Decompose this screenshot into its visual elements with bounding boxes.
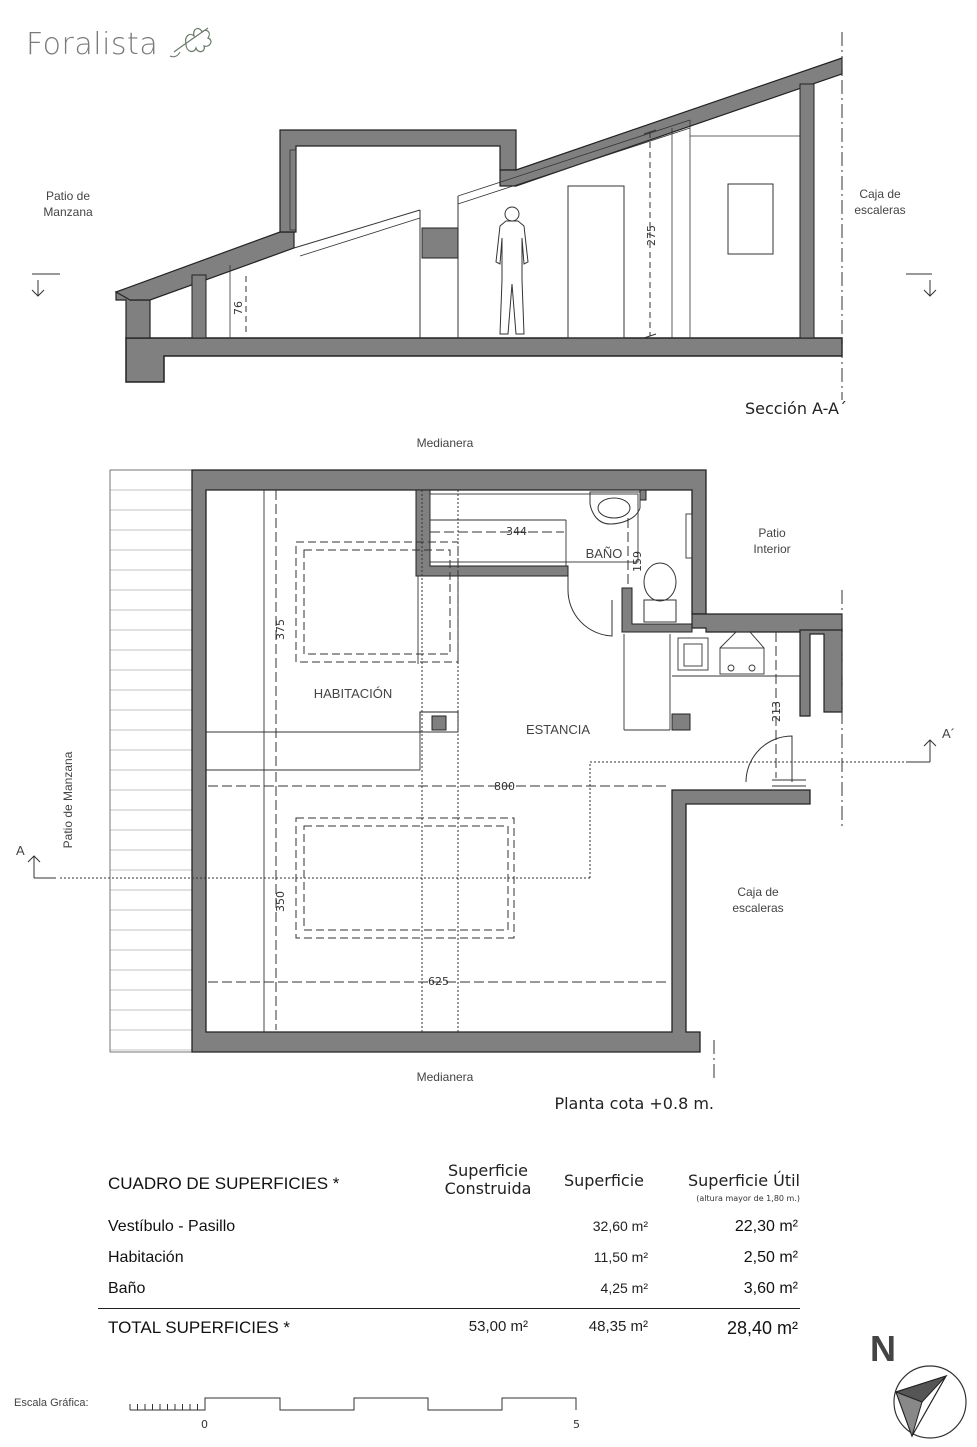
plan-label-patio-interior-2: Interior xyxy=(753,542,790,556)
patio-hatch xyxy=(109,469,193,1053)
bathroom-door xyxy=(567,576,613,637)
plan-dim-375: 375 xyxy=(274,619,287,640)
plan-title: Planta cota +0.8 m. xyxy=(554,1094,714,1113)
toilet-icon xyxy=(643,562,677,623)
row-superficie: 11,50 m² xyxy=(593,1249,648,1265)
row-name: Vestíbulo - Pasillo xyxy=(108,1218,236,1235)
col-construida-line1: Superficie xyxy=(447,1161,529,1180)
plan-label-stairs-2: escaleras xyxy=(732,901,783,915)
table-row: Habitación 11,50 m² 2,50 m² xyxy=(98,1249,803,1279)
col-superficie-header: Superficie xyxy=(563,1171,645,1190)
col-construida-line2: Construida xyxy=(444,1179,532,1198)
room-label-bedroom: HABITACIÓN xyxy=(314,686,393,701)
section-dim-low: 76 xyxy=(232,301,245,315)
col-util-header: Superficie Útil (altura mayor de 1,80 m.… xyxy=(668,1172,800,1208)
section-wall-right xyxy=(799,83,815,339)
section-cut-marker-right xyxy=(906,273,937,297)
section-window xyxy=(727,183,774,255)
plan-dim-213: 213 xyxy=(770,701,783,722)
section-label-stairs-2: escaleras xyxy=(854,203,905,217)
section-dormer xyxy=(279,129,517,233)
table-heading: CUADRO DE SUPERFICIES * xyxy=(108,1174,340,1193)
scale-end: 5 xyxy=(573,1418,580,1431)
plan-label-medianera-top: Medianera xyxy=(417,436,474,450)
plan-cut-a2-label: A´ xyxy=(942,726,955,741)
room-label-living: ESTANCIA xyxy=(526,722,590,737)
human-scale-figure xyxy=(495,206,529,335)
graphic-scale: 0 5 xyxy=(129,1397,580,1431)
row-superficie: 4,25 m² xyxy=(600,1280,648,1296)
section-floor-slab xyxy=(125,337,843,383)
row-util: 2,50 m² xyxy=(743,1249,798,1266)
plan-dim-350: 350 xyxy=(274,891,287,912)
north-arrow-icon xyxy=(893,1365,967,1439)
col-util-label: Superficie Útil xyxy=(688,1171,800,1190)
table-row: Baño 4,25 m² 3,60 m² xyxy=(98,1280,803,1310)
table-divider xyxy=(98,1308,800,1309)
north-label: N xyxy=(870,1328,896,1369)
brand-logo: Foralista xyxy=(26,22,214,62)
plan-label-patio-interior-1: Patio xyxy=(758,526,786,540)
section-cut-marker-left xyxy=(31,273,60,297)
plan-dim-625: 625 xyxy=(428,975,449,988)
section-roof-main xyxy=(499,57,843,187)
plan-dim-800: 800 xyxy=(494,780,515,793)
table-row: Vestíbulo - Pasillo 32,60 m² 22,30 m² xyxy=(98,1218,803,1248)
plan-outer-walls xyxy=(191,469,811,1053)
col-construida-header: Superficie Construida xyxy=(428,1162,548,1198)
room-label-bath: BAÑO xyxy=(586,546,623,561)
plan-label-stairs-1: Caja de xyxy=(737,885,779,899)
brand-name: Foralista xyxy=(26,27,159,62)
plan-cut-a-label: A xyxy=(16,843,25,858)
plan-cut-marker-a2 xyxy=(908,739,937,763)
plan-cut-marker-a xyxy=(27,855,56,879)
row-name: Habitación xyxy=(108,1249,184,1266)
row-util: 3,60 m² xyxy=(743,1280,798,1297)
plan-dim-344: 344 xyxy=(506,525,527,538)
col-util-note: (altura mayor de 1,80 m.) xyxy=(696,1194,800,1203)
plan-label-medianera-bottom: Medianera xyxy=(417,1070,474,1084)
washbasin-icon xyxy=(589,491,641,525)
row-superficie: 32,60 m² xyxy=(592,1218,648,1234)
oak-leaf-icon xyxy=(170,27,212,58)
scale-start: 0 xyxy=(201,1418,208,1431)
total-name: TOTAL SUPERFICIES * xyxy=(108,1318,291,1337)
scale-label: Escala Gráfica: xyxy=(14,1397,89,1409)
section-drawing: 275 76 Patio de Manzana Caja de escalera… xyxy=(31,32,937,418)
section-label-patio-1: Patio de xyxy=(46,189,90,203)
total-util: 28,40 m² xyxy=(726,1318,798,1338)
total-construida: 53,00 m² xyxy=(468,1318,528,1335)
plan-label-patio-manzana: Patio de Manzana xyxy=(61,751,75,848)
entrance-door xyxy=(745,735,793,783)
table-header-row: CUADRO DE SUPERFICIES * Superficie Const… xyxy=(98,1162,803,1208)
section-label-patio-2: Manzana xyxy=(43,205,93,219)
section-door xyxy=(567,185,625,339)
table-total-row: TOTAL SUPERFICIES * 53,00 m² 48,35 m² 28… xyxy=(98,1318,803,1348)
plan-dim-159: 159 xyxy=(631,551,644,572)
total-superficie: 48,35 m² xyxy=(588,1318,648,1335)
section-dim-height: 275 xyxy=(645,225,658,246)
section-label-stairs-1: Caja de xyxy=(859,187,901,201)
row-util: 22,30 m² xyxy=(734,1218,798,1235)
section-pillar xyxy=(191,274,207,339)
floor-plan: 344 159 375 213 800 350 625 A A´ Mediane… xyxy=(16,436,955,1113)
row-name: Baño xyxy=(108,1280,146,1297)
section-title: Sección A-A´ xyxy=(745,399,847,418)
